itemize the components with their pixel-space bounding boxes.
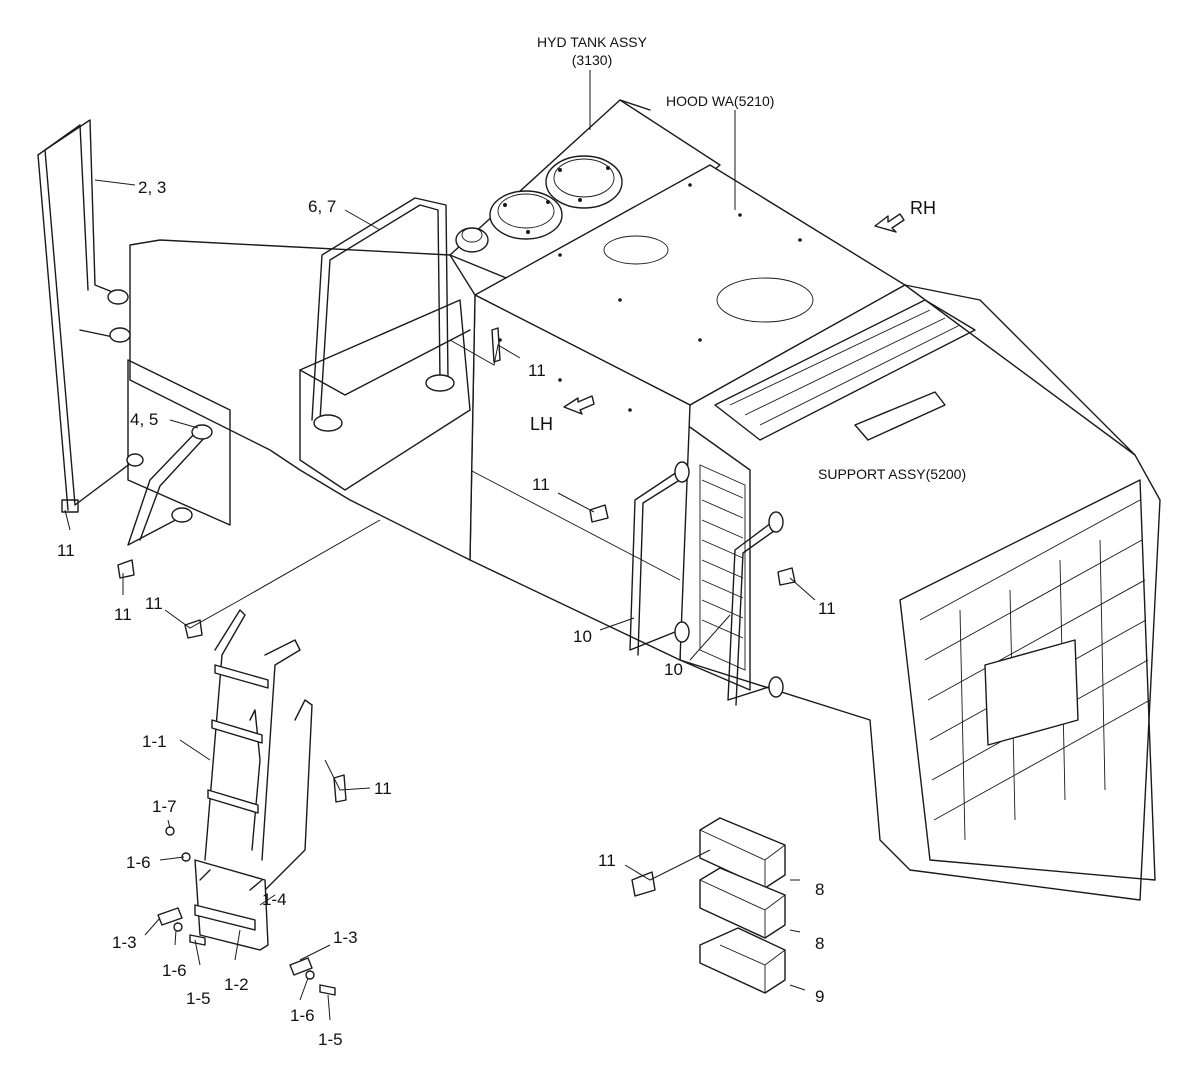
hyd-tank-assembly — [449, 99, 721, 341]
handrail-4-5 — [127, 424, 213, 546]
left-rear-cover — [127, 239, 476, 561]
step-8-upper — [699, 817, 786, 889]
callout-10-upper: 10 — [573, 627, 592, 646]
label-hyd-tank-line1: HYD TANK ASSY — [537, 34, 648, 50]
handrail-2-3 — [37, 119, 144, 511]
label-hyd-tank-line2: (3130) — [572, 52, 612, 68]
callout-1-6-mid: 1-6 — [162, 961, 187, 980]
callout-9: 9 — [815, 987, 824, 1006]
callout-1-5-right: 1-5 — [318, 1030, 343, 1049]
callout-11-top: 11 — [528, 361, 546, 380]
handrail-10-upper — [629, 461, 690, 656]
leader-lines — [64, 70, 816, 1021]
bolts — [61, 327, 796, 996]
callout-11-step: 11 — [598, 851, 616, 870]
callout-11-right: 11 — [818, 599, 836, 618]
callout-4-5: 4, 5 — [130, 410, 158, 429]
callout-10-lower: 10 — [664, 660, 683, 679]
handrail-10-lower — [727, 511, 784, 706]
callout-1-3-right: 1-3 — [333, 928, 358, 947]
callout-6-7: 6, 7 — [308, 197, 336, 216]
callout-1-6-lower: 1-6 — [290, 1006, 315, 1025]
label-hood: HOOD WA(5210) — [666, 93, 774, 109]
callout-11-left: 11 — [57, 541, 75, 560]
lh-arrow-icon — [563, 395, 595, 415]
callout-1-3-left: 1-3 — [112, 933, 137, 952]
label-support: SUPPORT ASSY(5200) — [818, 466, 966, 482]
callout-11-ladder-side: 11 — [374, 779, 392, 798]
callout-1-4: 1-4 — [262, 890, 287, 909]
callout-1-6-upper: 1-6 — [126, 853, 151, 872]
handrail-6-7 — [311, 197, 455, 432]
callout-1-2: 1-2 — [224, 975, 249, 994]
step-9 — [699, 927, 786, 994]
part-callouts: 2, 3 6, 7 4, 5 11 11 11 11 11 11 11 11 1… — [57, 178, 836, 1049]
rh-arrow-icon — [874, 213, 905, 233]
callout-1-1: 1-1 — [142, 732, 167, 751]
support-assembly-body — [679, 284, 1161, 901]
label-rh: RH — [910, 198, 936, 218]
callout-1-7: 1-7 — [152, 797, 177, 816]
callout-2-3: 2, 3 — [138, 178, 166, 197]
callout-11-ladder-top: 11 — [145, 594, 163, 613]
ladder-assembly — [194, 609, 313, 951]
callout-1-5-left: 1-5 — [186, 989, 211, 1008]
assembly-labels: HYD TANK ASSY (3130) HOOD WA(5210) SUPPO… — [530, 34, 966, 482]
callout-8-upper: 8 — [815, 880, 824, 899]
callout-11-center: 11 — [532, 475, 550, 494]
label-lh: LH — [530, 414, 553, 434]
step-8-lower — [699, 867, 786, 939]
callout-11-mid: 11 — [114, 605, 132, 624]
callout-8-lower: 8 — [815, 934, 824, 953]
